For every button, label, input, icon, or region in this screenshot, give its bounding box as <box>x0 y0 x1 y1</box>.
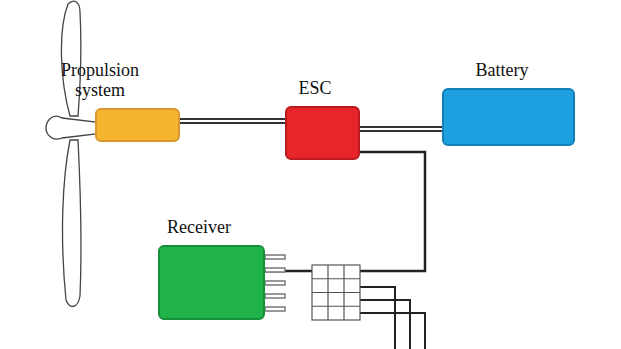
receiver-pins <box>265 255 285 311</box>
wire <box>180 121 285 122</box>
box-fill <box>95 108 180 142</box>
box-fill <box>158 245 265 320</box>
battery-box: Battery <box>442 88 575 146</box>
wire <box>360 129 442 130</box>
receiver-box: Receiver <box>158 245 265 320</box>
part-label: Receiver <box>154 217 244 237</box>
wire-outer <box>360 126 442 132</box>
propeller-blades <box>46 1 96 306</box>
box-fill <box>285 106 360 160</box>
servo-cables <box>360 287 425 349</box>
wire-outer <box>180 118 285 124</box>
part-label: ESC <box>280 78 350 98</box>
motor-box: Propulsion system <box>95 108 180 142</box>
connector-block <box>312 265 360 320</box>
wire <box>265 152 425 271</box>
box-fill <box>442 88 575 146</box>
wire-gap <box>180 120 285 122</box>
part-label: Battery <box>457 60 547 80</box>
esc-box: ESC <box>285 106 360 160</box>
wire-gap <box>360 128 442 130</box>
signal-cable <box>265 152 425 271</box>
part-label: Propulsion system <box>50 60 150 100</box>
